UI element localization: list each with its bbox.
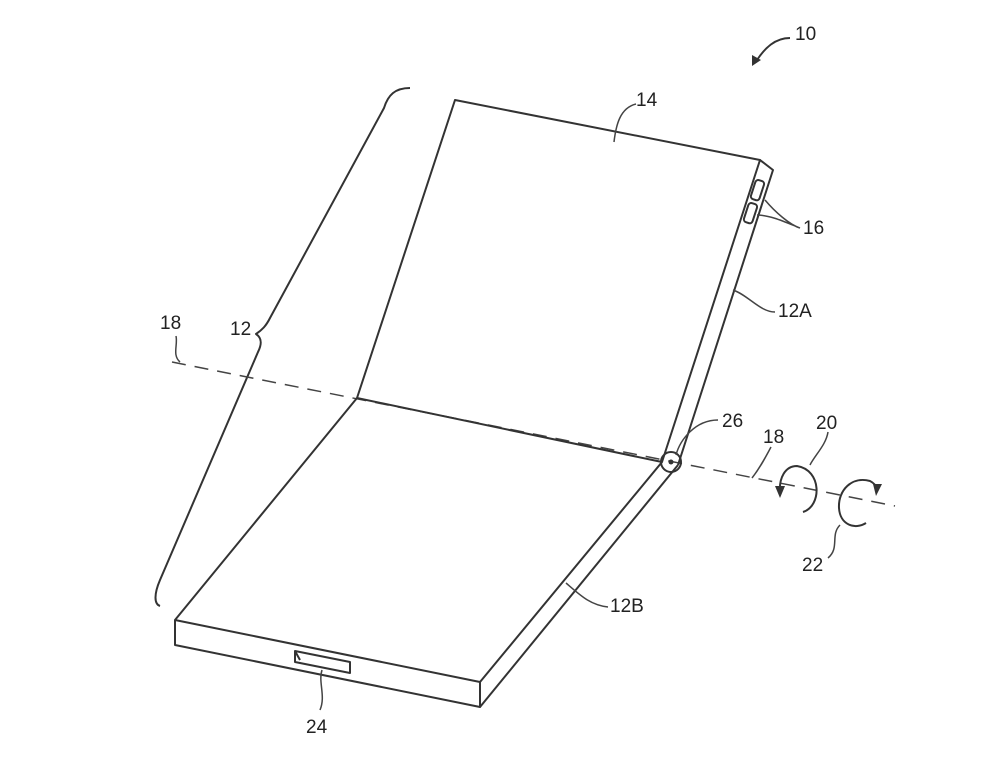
arrowhead-20 — [775, 486, 785, 498]
label-hinge: 26 — [722, 411, 744, 432]
upper-panel-face — [356, 99, 761, 463]
label-axis-right: 18 — [763, 427, 785, 448]
leader-18-right — [751, 446, 772, 479]
lower-panel-side — [479, 464, 679, 708]
button-lower — [742, 202, 759, 225]
lower-panel-front — [174, 620, 481, 708]
label-axis-left: 18 — [160, 313, 182, 334]
leader-24 — [319, 669, 324, 711]
leader-26 — [675, 419, 719, 456]
arrowhead-10 — [752, 55, 761, 66]
leader-16 — [756, 199, 801, 229]
port-slot — [294, 650, 351, 674]
label-device: 10 — [795, 24, 817, 45]
label-buttons: 16 — [803, 218, 825, 239]
leader-12B — [565, 582, 609, 608]
label-rotation-b: 22 — [802, 555, 824, 576]
rotation-axis — [171, 361, 896, 507]
leader-14 — [613, 103, 637, 143]
leader-20 — [809, 431, 829, 466]
button-upper — [749, 179, 766, 202]
lower-panel-face — [174, 397, 663, 683]
label-housing-lower: 12B — [610, 596, 644, 617]
upper-panel-side — [677, 159, 774, 466]
label-housing-upper: 12A — [778, 301, 812, 322]
leader-18-left — [174, 335, 181, 363]
label-display: 14 — [636, 90, 658, 111]
housing-bracket — [154, 87, 411, 607]
hinge-circle — [660, 451, 682, 473]
rotation-arrow-20 — [778, 465, 818, 513]
label-rotation-a: 20 — [816, 413, 838, 434]
arrowhead-22 — [873, 484, 882, 496]
hinge-pin — [668, 459, 674, 465]
arrow-10 — [756, 37, 791, 61]
leader-12A — [732, 289, 776, 313]
rotation-arrow-22 — [837, 478, 879, 527]
leader-22 — [827, 524, 841, 559]
label-port: 24 — [306, 717, 328, 738]
label-housing: 12 — [230, 319, 252, 340]
